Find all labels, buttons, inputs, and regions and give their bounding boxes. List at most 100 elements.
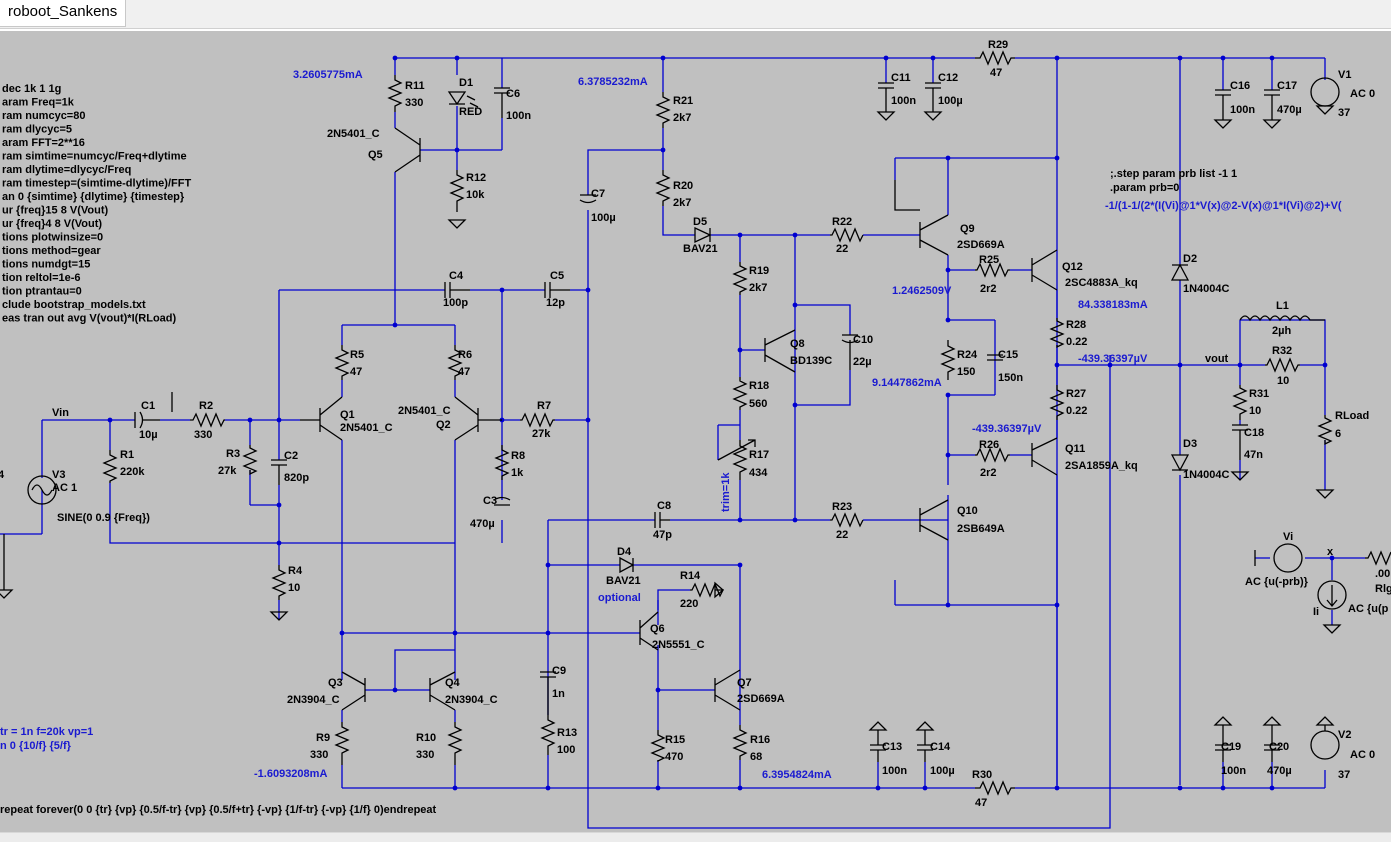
directive-line: tions numdgt=15 [2, 259, 90, 271]
source-v3-sine [31, 484, 53, 496]
ground-c18 [1230, 471, 1250, 481]
transistor-q9-extra [894, 180, 920, 211]
part-label-c19: 100n [1221, 765, 1246, 777]
capacitor-c12 [925, 82, 941, 112]
part-label-r21: R21 [673, 95, 693, 107]
tab-schematic[interactable]: roboot_Sankens [0, 0, 127, 27]
directive-line: tion reltol=1e-6 [2, 272, 81, 284]
part-label-c5: 12p [546, 297, 565, 309]
part-label-q1: 2N5401_C [340, 422, 393, 434]
part-label-v1: 37 [1338, 107, 1350, 119]
directive-line: ram timestep=(simtime-dlytime)/FFT [2, 178, 191, 190]
part-label-q11: Q11 [1065, 443, 1085, 455]
part-label-q2: Q2 [436, 419, 451, 431]
part-label-q9: 2SD669A [957, 239, 1005, 251]
directive-line: aram Freq=1k [2, 97, 75, 109]
resistor-r3 [242, 445, 258, 476]
ground-ii [1322, 624, 1342, 634]
part-label-r32: 10 [1277, 375, 1289, 387]
resistor-r21 [655, 92, 671, 128]
part-label-v2: AC 0 [1350, 749, 1375, 761]
source-v3 [27, 475, 57, 505]
part-label-q3: 2N3904_C [287, 694, 340, 706]
part-label-r10: R10 [416, 732, 436, 744]
part-label-r4: 10 [288, 582, 300, 594]
part-label-r22: R22 [832, 216, 852, 228]
part-label-r19: R19 [749, 265, 769, 277]
pwl-param-1: tr = 1n f=20k vp=1 [0, 726, 93, 738]
part-label-c6: C6 [506, 88, 520, 100]
part-label-r4: R4 [288, 565, 303, 577]
part-label-q7: Q7 [737, 677, 752, 689]
capacitor-c16 [1215, 89, 1231, 120]
annotation-i-r24: 9.1447862mA [872, 377, 942, 389]
part-label-r8: R8 [511, 450, 525, 462]
part-label-r7: R7 [537, 400, 551, 412]
part-label-c15: C15 [998, 349, 1018, 361]
part-label-c5: C5 [550, 270, 564, 282]
part-label-v2: V2 [1338, 729, 1351, 741]
part-label-c9: C9 [552, 665, 566, 677]
ground-rload [1315, 489, 1335, 499]
transistor-q4 [429, 671, 456, 711]
resistor-r19 [732, 262, 748, 295]
part-label-c8: 47p [653, 529, 672, 541]
transistor-q1 [300, 396, 343, 441]
transistor-q7 [714, 669, 741, 711]
resistor-r1 [102, 450, 118, 483]
part-label-q9: Q9 [960, 223, 975, 235]
part-label-d1: RED [459, 106, 482, 118]
part-label-r12: 10k [466, 189, 485, 201]
part-label-r11: 330 [405, 97, 423, 109]
part-label-q4: 2N3904_C [445, 694, 498, 706]
resistor-rload [1317, 415, 1333, 446]
directive-line: aram FFT=2**16 [2, 137, 85, 149]
components [0, 50, 1391, 796]
part-label-r25: 2r2 [980, 283, 997, 295]
pwl-source: repeat forever(0 0 {tr} {vp} {0.5/f-tr} … [0, 804, 437, 816]
net-label-x: x [1327, 546, 1334, 558]
diode-d4 [619, 556, 635, 574]
ground-c19 [1213, 716, 1233, 745]
part-label-r13: 100 [557, 744, 575, 756]
resistor-r28 [1049, 318, 1065, 349]
label-v4: 4 [0, 469, 5, 481]
directive-line: ram numcyc=80 [2, 110, 85, 122]
part-label-vi: Vi [1283, 531, 1293, 543]
part-label-c18: 47n [1244, 449, 1263, 461]
part-label-r24: 150 [957, 366, 975, 378]
part-label-r14: R14 [680, 570, 701, 582]
part-label-r19: 2k7 [749, 282, 767, 294]
part-label-d2: 1N4004C [1183, 283, 1230, 295]
part-label-d4: BAV21 [606, 575, 641, 587]
diode-d5 [694, 226, 712, 244]
ground-c20 [1262, 716, 1282, 745]
part-label-q6: 2N5551_C [652, 639, 705, 651]
part-label-r16: 68 [750, 751, 762, 763]
part-label-c14: 100µ [930, 765, 955, 777]
part-label-r9: 330 [310, 749, 328, 761]
canvas-background [0, 31, 1391, 841]
part-label-c10: C10 [853, 334, 873, 346]
part-label-r29: R29 [988, 39, 1008, 51]
capacitor-c10 [841, 334, 859, 370]
part-label-r24: R24 [957, 349, 978, 361]
part-label-rload: 6 [1335, 428, 1341, 440]
part-label-r29: 47 [990, 67, 1002, 79]
part-label-r16: R16 [750, 734, 770, 746]
part-label-c6: 100n [506, 110, 531, 122]
diode-d2 [1170, 263, 1190, 281]
transistor-q5 [394, 127, 421, 173]
pwl-param-2: n 0 {10/f} {5/f} [0, 740, 72, 752]
resistor-r18 [732, 377, 748, 410]
part-label-r18: 560 [749, 398, 767, 410]
directive-line: ram simtime=numcyc/Freq+dlytime [2, 151, 187, 163]
part-label-r30: 47 [975, 797, 987, 809]
resistor-r8 [494, 445, 510, 480]
part-label-l1: 2µh [1272, 325, 1291, 337]
capacitor-c9 [540, 671, 556, 715]
part-label-d5: BAV21 [683, 243, 718, 255]
part-label-r2: R2 [199, 400, 213, 412]
part-label-c13: 100n [882, 765, 907, 777]
